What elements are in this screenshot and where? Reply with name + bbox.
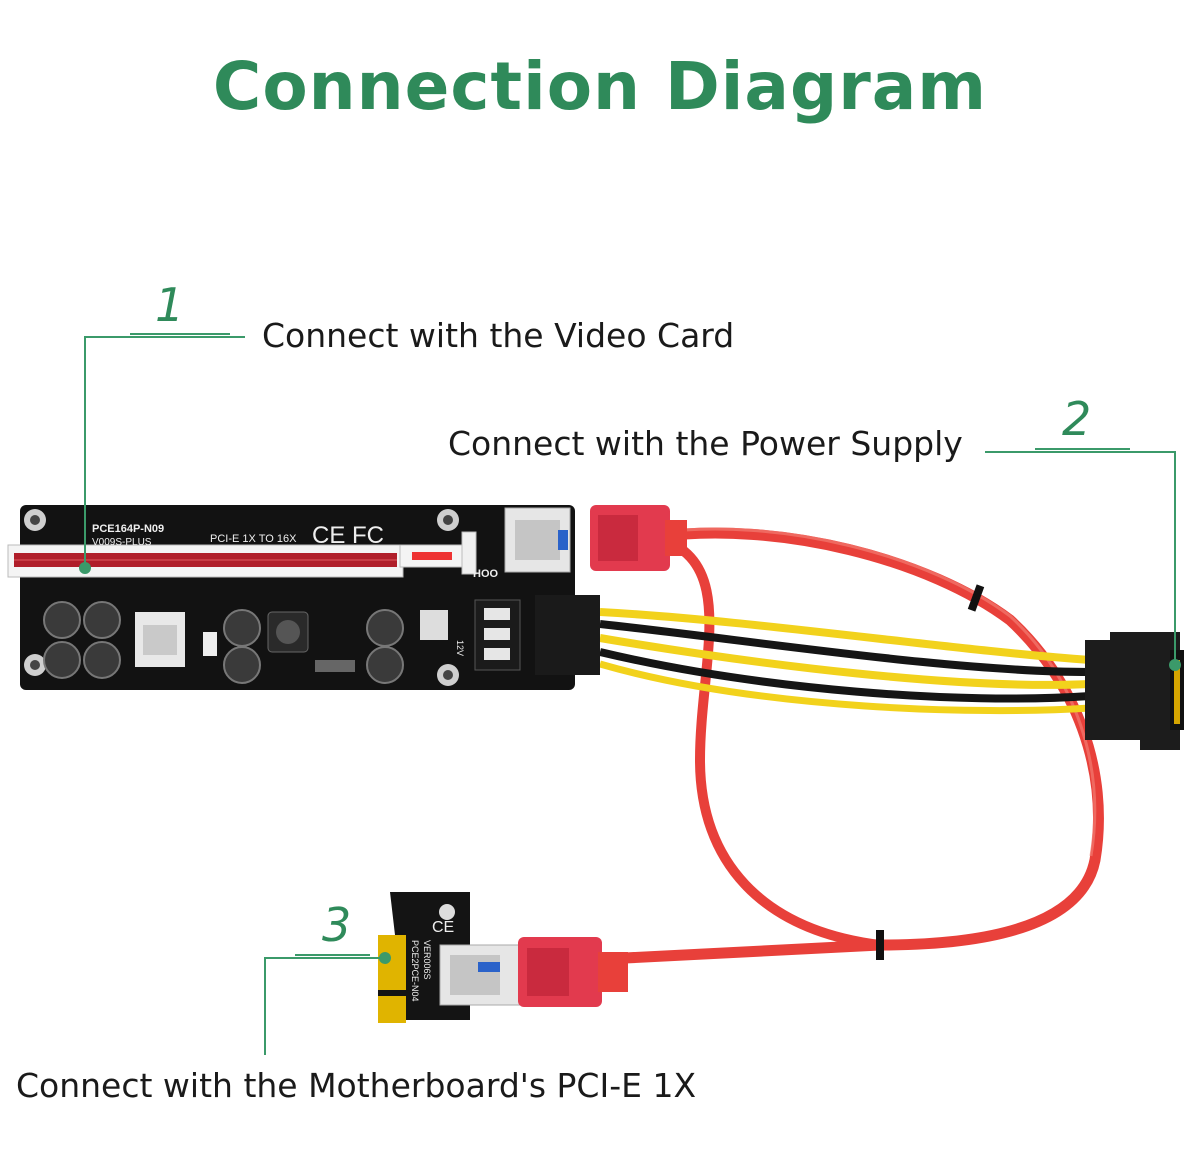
pcie-1x-gold-fingers bbox=[378, 935, 406, 1023]
pcie-1x-adapter: CE PCE2PCE-N04 VER006S bbox=[378, 892, 521, 1023]
power-wire-black bbox=[599, 648, 1091, 703]
power-wire-yellow bbox=[599, 608, 1091, 664]
leader-dot-3 bbox=[379, 952, 391, 964]
board-model-text: PCE164P-N09 bbox=[92, 523, 164, 535]
riser-board: PCE164P-N09 V009S-PLUS PCI-E 1X TO 16X C… bbox=[7, 505, 600, 690]
leader-line-1 bbox=[84, 336, 245, 568]
adapter-model-text: PCE2PCE-N04 bbox=[410, 940, 420, 1002]
diagram-title: Connection Diagram bbox=[212, 48, 988, 125]
cable-band bbox=[876, 930, 884, 960]
leader-line-2 bbox=[985, 451, 1176, 665]
leader-dot-2 bbox=[1169, 659, 1181, 671]
board-version-text: V009S-PLUS bbox=[92, 537, 152, 548]
usb-cable-return bbox=[650, 532, 885, 950]
callout-number-3: 3 bbox=[322, 898, 352, 952]
board-molex-label: 12V bbox=[455, 640, 465, 656]
leader-dot-1 bbox=[79, 562, 91, 574]
sata-power-connector bbox=[1085, 632, 1184, 750]
callout-number-2: 2 bbox=[1062, 392, 1092, 446]
callout-label-power-supply: Connect with the Power Supply bbox=[448, 424, 963, 463]
adapter-certification-text: CE bbox=[432, 919, 454, 936]
callout-label-video-card: Connect with the Video Card bbox=[262, 316, 735, 355]
adapter-usb-plug bbox=[518, 937, 628, 1007]
riser-6pin-housing bbox=[535, 595, 600, 675]
power-wire-black bbox=[599, 620, 1091, 676]
board-brand-text: HOO bbox=[473, 568, 499, 580]
board-certification-text: CE FC bbox=[312, 522, 384, 549]
leader-line-3 bbox=[264, 957, 385, 1055]
board-spec-text: PCI-E 1X TO 16X bbox=[210, 533, 297, 545]
power-wire-yellow bbox=[599, 660, 1091, 715]
callout-label-motherboard: Connect with the Motherboard's PCI-E 1X bbox=[16, 1066, 697, 1105]
callout-number-1: 1 bbox=[155, 278, 185, 332]
adapter-version-text: VER006S bbox=[422, 940, 432, 980]
cable-band bbox=[967, 584, 985, 612]
power-wire-yellow bbox=[599, 634, 1091, 689]
riser-usb-plug bbox=[590, 505, 687, 571]
